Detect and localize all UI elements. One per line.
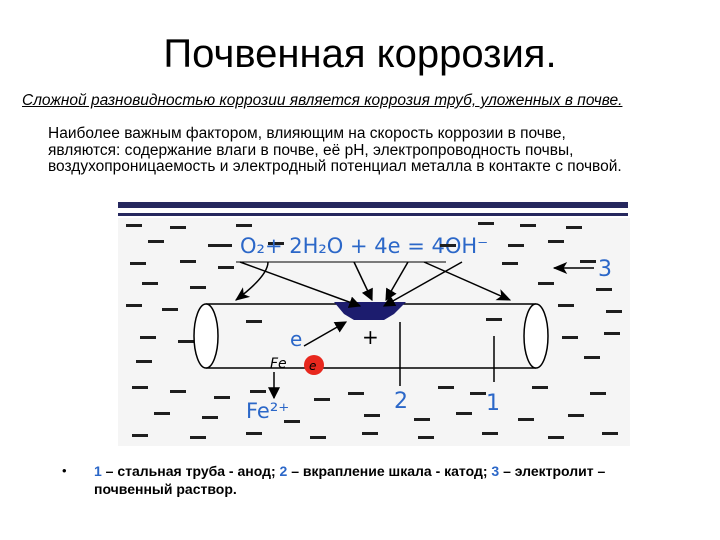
soil-dashes	[126, 222, 622, 439]
legend-number-3: 3	[491, 463, 500, 479]
equation-dash-left	[216, 244, 232, 247]
fe-ion-label: Fe²⁺	[246, 399, 289, 423]
electron-circle	[304, 355, 324, 375]
slide-subtitle: Сложной разновидностью коррозии является…	[22, 92, 623, 109]
legend-text-1: – стальная труба - анод;	[101, 463, 280, 479]
soil-corrosion-diagram: O₂+ 2H₂O + 4e = 4OH⁻ + e Fe e Fe²⁺ 3 2 1	[118, 202, 630, 446]
paragraph-line: воздухопроницаемость и электродный потен…	[48, 158, 622, 175]
legend-number-1: 1	[94, 463, 102, 479]
electron-label: e	[290, 327, 302, 351]
pipe-dash-left	[246, 320, 262, 323]
pipe-dash-right	[486, 318, 502, 321]
legend-number-2: 2	[279, 463, 288, 479]
slide-title: Почвенная коррозия.	[163, 32, 557, 76]
equation-dash-right	[440, 244, 456, 247]
paragraph-line: являются: содержание влаги в почве, её р…	[48, 141, 574, 159]
paragraph-line: Наиболее важным фактором, влияющим на ск…	[48, 125, 566, 142]
legend-text-2: – вкрапление шкала - катод;	[287, 463, 492, 479]
bullet: •	[62, 463, 67, 478]
legend-caption: • 1 – стальная труба - анод; 2 – вкрапле…	[62, 462, 682, 498]
intro-paragraph: Наиболее важным фактором, влияющим на ск…	[48, 125, 718, 176]
ground-surface-line	[118, 202, 628, 208]
legend-text-3: – электролит – почвенный раствор.	[94, 463, 606, 497]
label-1: 1	[486, 391, 500, 416]
legend-text: 1 – стальная труба - анод; 2 – вкраплени…	[94, 462, 682, 498]
label-2: 2	[394, 389, 408, 414]
electron-arrow	[303, 321, 348, 347]
ground-surface-line-thin	[118, 213, 628, 216]
electron-circle-label: e	[309, 359, 316, 373]
oxygen-arrows	[235, 261, 512, 308]
label-3: 3	[598, 257, 612, 282]
fe-label: Fe	[270, 356, 287, 372]
plus-sign: +	[362, 325, 379, 349]
